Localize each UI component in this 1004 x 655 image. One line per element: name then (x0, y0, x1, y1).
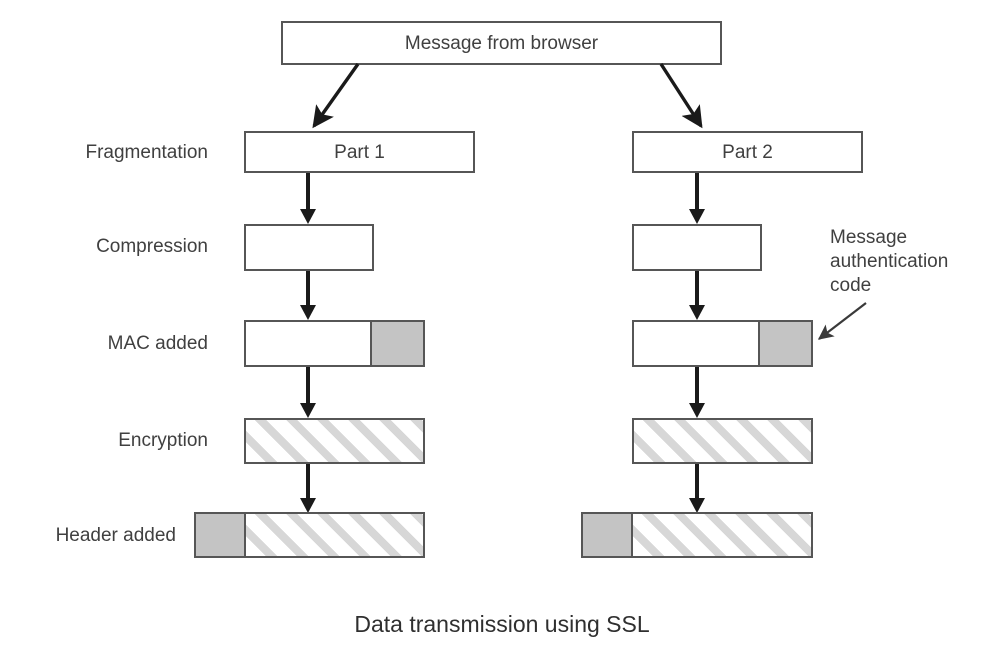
part2-arrow-compression-to-mac (689, 271, 705, 320)
part2-header-segment (583, 514, 633, 556)
mac-annotation-arrow (817, 302, 867, 340)
stage-label-header-added: Header added (55, 525, 176, 546)
stage-label-fragmentation: Fragmentation (85, 142, 208, 163)
message-from-browser-box: Message from browser (281, 21, 722, 65)
part1-label: Part 1 (334, 141, 385, 163)
part2-mac-box (632, 320, 813, 367)
part2-fragmentation-box: Part 2 (632, 131, 863, 173)
part1-encryption-box (244, 418, 425, 464)
mac-annotation-line2: authentication (830, 250, 949, 272)
part2-header-payload-segment (633, 514, 811, 556)
mac-annotation-line3: code (830, 274, 872, 296)
mac-annotation: Message authentication code (830, 226, 948, 297)
part2-arrow-mac-to-encryption (689, 367, 705, 418)
figure-caption: Data transmission using SSL (354, 611, 650, 637)
part1-fragmentation-box: Part 1 (244, 131, 475, 173)
branch-arrow-right (659, 63, 703, 129)
part1-arrow-compression-to-mac (300, 271, 316, 320)
part1-mac-segment (370, 322, 423, 365)
part1-header-segment (196, 514, 246, 556)
mac-annotation-line1: Message (830, 227, 908, 248)
stage-label-compression: Compression (96, 236, 208, 257)
part2-encryption-box (632, 418, 813, 464)
part2-compression-box (632, 224, 762, 271)
part1-mac-box (244, 320, 425, 367)
part1-arrow-mac-to-encryption (300, 367, 316, 418)
part1-header-payload-segment (246, 514, 423, 556)
part2-arrow-fragmentation-to-compression (689, 173, 705, 224)
branch-arrow-left (312, 63, 360, 129)
part1-arrow-encryption-to-header (300, 464, 316, 513)
part2-mac-segment (758, 322, 811, 365)
part1-compression-box (244, 224, 374, 271)
message-from-browser-label: Message from browser (404, 32, 599, 54)
stage-label-encryption: Encryption (118, 430, 208, 451)
part2-header-box (581, 512, 813, 558)
part1-header-box (194, 512, 425, 558)
part2-label: Part 2 (722, 141, 773, 163)
part2-arrow-encryption-to-header (689, 464, 705, 513)
stage-label-mac-added: MAC added (107, 333, 208, 354)
part1-arrow-fragmentation-to-compression (300, 173, 316, 224)
